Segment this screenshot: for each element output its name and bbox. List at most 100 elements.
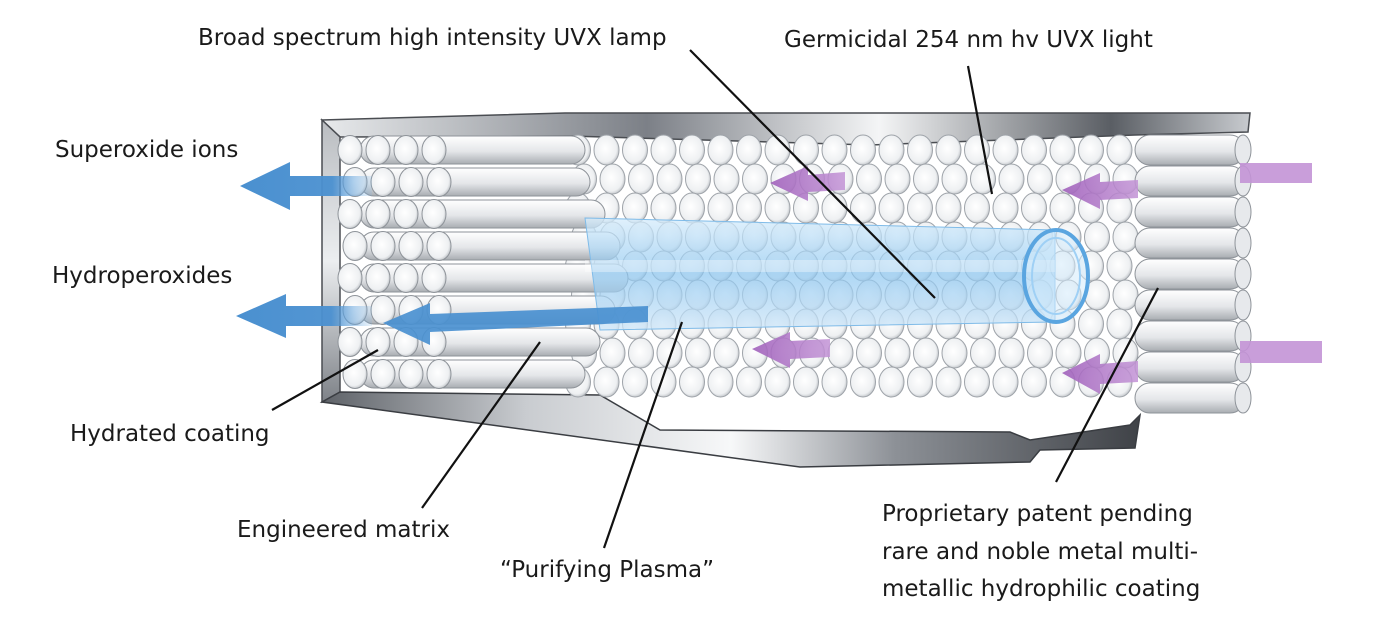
tube-end bbox=[707, 366, 734, 398]
tube-end bbox=[878, 366, 905, 398]
tube-end bbox=[1027, 337, 1053, 369]
tube-end bbox=[365, 135, 391, 165]
tube-end bbox=[393, 263, 419, 293]
tube-end bbox=[599, 337, 626, 369]
hydrated-leader-line bbox=[271, 349, 379, 411]
coating-leader-line bbox=[1055, 287, 1159, 483]
tube-end bbox=[821, 134, 848, 166]
tube-end bbox=[970, 337, 996, 369]
tube-end bbox=[370, 167, 396, 197]
tube-end bbox=[1234, 227, 1252, 259]
purifying-plasma-label: “Purifying Plasma” bbox=[500, 557, 715, 583]
tube-end bbox=[1021, 192, 1047, 224]
superoxide-label: Superoxide ions bbox=[55, 137, 239, 163]
bundle-tube bbox=[1134, 227, 1246, 259]
tube-end bbox=[370, 231, 396, 261]
tube-end bbox=[970, 163, 996, 195]
tube-end bbox=[736, 134, 762, 166]
tube-end bbox=[628, 337, 654, 369]
tube-end bbox=[337, 199, 363, 229]
flow-arrows bbox=[236, 162, 1322, 394]
tube-end bbox=[421, 263, 447, 293]
tube-end bbox=[1112, 279, 1139, 311]
tube-end bbox=[850, 192, 876, 224]
tube-end bbox=[964, 192, 990, 224]
uvx-lamp bbox=[584, 217, 1090, 331]
tube-end bbox=[707, 134, 734, 166]
tube-end bbox=[337, 263, 363, 293]
tube-end bbox=[622, 134, 648, 166]
tube-end bbox=[707, 192, 734, 224]
tube-end bbox=[342, 231, 368, 261]
tube-end bbox=[337, 135, 363, 165]
tube-end bbox=[856, 337, 882, 369]
tube-end bbox=[713, 337, 740, 369]
tube-end bbox=[1234, 289, 1252, 321]
tube-end bbox=[370, 359, 396, 389]
tube-end bbox=[878, 192, 905, 224]
tube-end bbox=[827, 337, 854, 369]
tube-end bbox=[421, 199, 447, 229]
tube-end bbox=[998, 163, 1025, 195]
hydrated-coating-label: Hydrated coating bbox=[70, 421, 270, 447]
tube-end bbox=[878, 134, 905, 166]
tube-end bbox=[1084, 221, 1110, 253]
tube-end bbox=[1234, 382, 1252, 414]
tube-end bbox=[679, 366, 705, 398]
coating-label-line-2: rare and noble metal multi- bbox=[882, 539, 1199, 565]
tube-end bbox=[941, 163, 968, 195]
hydroperoxide-arrow-icon bbox=[236, 294, 372, 338]
housing-floor bbox=[319, 391, 1142, 468]
tube-end bbox=[964, 366, 990, 398]
leader-lines bbox=[271, 49, 1159, 549]
tube-end bbox=[736, 366, 762, 398]
tube-end bbox=[935, 366, 962, 398]
tube-end bbox=[884, 163, 911, 195]
tube-end bbox=[398, 231, 424, 261]
tube-end bbox=[935, 192, 962, 224]
tube-end bbox=[1106, 308, 1133, 340]
tube-end bbox=[593, 134, 620, 166]
tube-end bbox=[685, 337, 711, 369]
tube-end bbox=[913, 163, 939, 195]
tube-end bbox=[365, 263, 391, 293]
tube-end bbox=[679, 134, 705, 166]
tube-end bbox=[656, 163, 683, 195]
tube-end bbox=[622, 192, 648, 224]
tube-end bbox=[398, 359, 424, 389]
tube-end bbox=[1027, 163, 1053, 195]
plasma-arrow-icon bbox=[383, 303, 648, 345]
uv-light-arrow-icon bbox=[752, 163, 1322, 394]
tube-end bbox=[426, 359, 452, 389]
tube-end bbox=[1234, 196, 1252, 228]
bundle-tube bbox=[1134, 134, 1246, 166]
tube-end bbox=[907, 366, 933, 398]
coating-label-line-1: Proprietary patent pending bbox=[882, 501, 1193, 527]
hydroperoxides-label: Hydroperoxides bbox=[52, 263, 233, 289]
lamp-label: Broad spectrum high intensity UVX lamp bbox=[198, 25, 667, 51]
tube-end bbox=[679, 192, 705, 224]
tube-end bbox=[935, 134, 962, 166]
tube-end bbox=[793, 134, 819, 166]
tube-end bbox=[622, 366, 648, 398]
bundle-tube bbox=[1134, 382, 1246, 414]
uvx-lamp-end bbox=[1022, 228, 1090, 324]
tube-end bbox=[421, 135, 447, 165]
tube-end bbox=[1106, 250, 1133, 282]
tube-end bbox=[1078, 308, 1104, 340]
tube-end bbox=[850, 134, 876, 166]
tube-end bbox=[793, 366, 819, 398]
bundle-tube bbox=[1134, 320, 1246, 352]
germicidal-label: Germicidal 254 nm hv UVX light bbox=[784, 27, 1153, 53]
tube-end bbox=[685, 163, 711, 195]
tube-end bbox=[742, 163, 768, 195]
tube-end bbox=[393, 199, 419, 229]
lamp-leader-line bbox=[689, 49, 936, 299]
tube-end bbox=[398, 167, 424, 197]
tube-end bbox=[1234, 134, 1252, 166]
tube-end bbox=[764, 366, 791, 398]
tube-end bbox=[992, 366, 1019, 398]
tube-end bbox=[992, 134, 1019, 166]
tube-end bbox=[907, 192, 933, 224]
